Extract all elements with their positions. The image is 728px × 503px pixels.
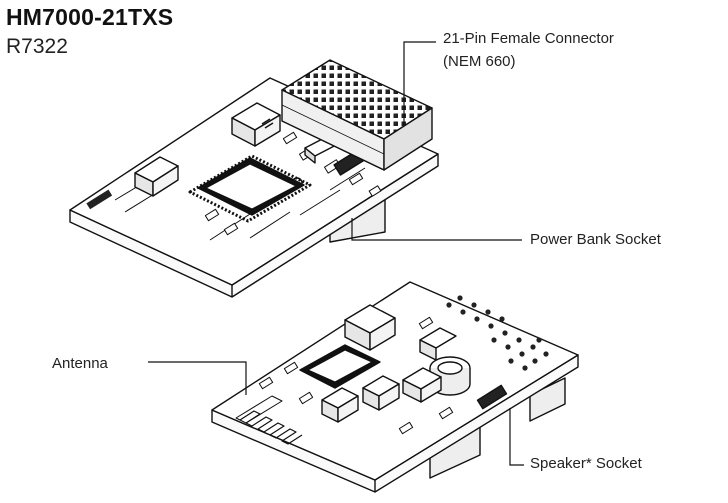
antenna-label: Antenna: [52, 355, 108, 372]
callout-lines: [148, 41, 524, 466]
power-bank-leader: [351, 218, 522, 241]
top-decoder-board: [69, 59, 439, 298]
connector-standard-label: (NEM 660): [443, 53, 516, 70]
connector-label: 21-Pin Female Connector: [443, 30, 614, 47]
via-grid: [446, 295, 549, 371]
speaker-leader: [509, 408, 524, 466]
model-title: HM7000-21TXS: [6, 4, 174, 30]
product-code: R7322: [6, 35, 68, 58]
power-bank-label: Power Bank Socket: [530, 231, 661, 248]
speaker-socket-label: Speaker* Socket: [530, 455, 642, 472]
bottom-decoder-board: [211, 281, 579, 493]
bottom-pcb: [211, 281, 579, 481]
antenna-leader: [148, 361, 247, 395]
21-pin-connector: [281, 59, 433, 171]
connector-leader: [403, 41, 436, 125]
